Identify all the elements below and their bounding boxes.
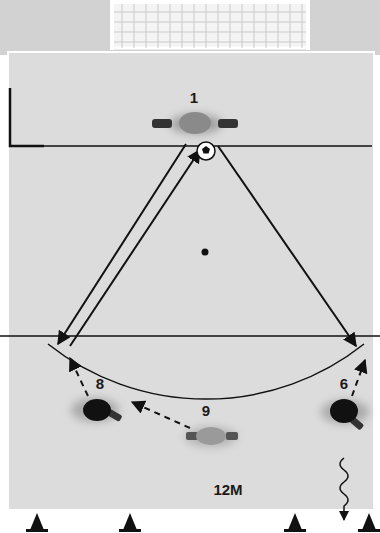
callout-number: 9 [202,403,210,418]
player [321,399,369,431]
run-arrows [70,358,365,428]
bracket [10,88,44,146]
callout-number: 6 [340,376,348,391]
player [71,398,123,422]
callout-number: 1 [190,90,198,105]
pass-arrows [58,144,356,346]
ball [197,142,215,160]
goal [112,2,308,50]
pitch [8,52,374,510]
field-line [0,335,380,337]
dimension-label: 12M [213,482,242,497]
cones [26,513,380,532]
player [152,112,238,134]
spot [202,249,209,256]
background-band [0,0,380,55]
arc-line [48,344,364,399]
dribble-arrow [340,458,348,520]
player [185,427,238,447]
field-line [10,145,372,147]
callout-number: 8 [96,376,104,391]
